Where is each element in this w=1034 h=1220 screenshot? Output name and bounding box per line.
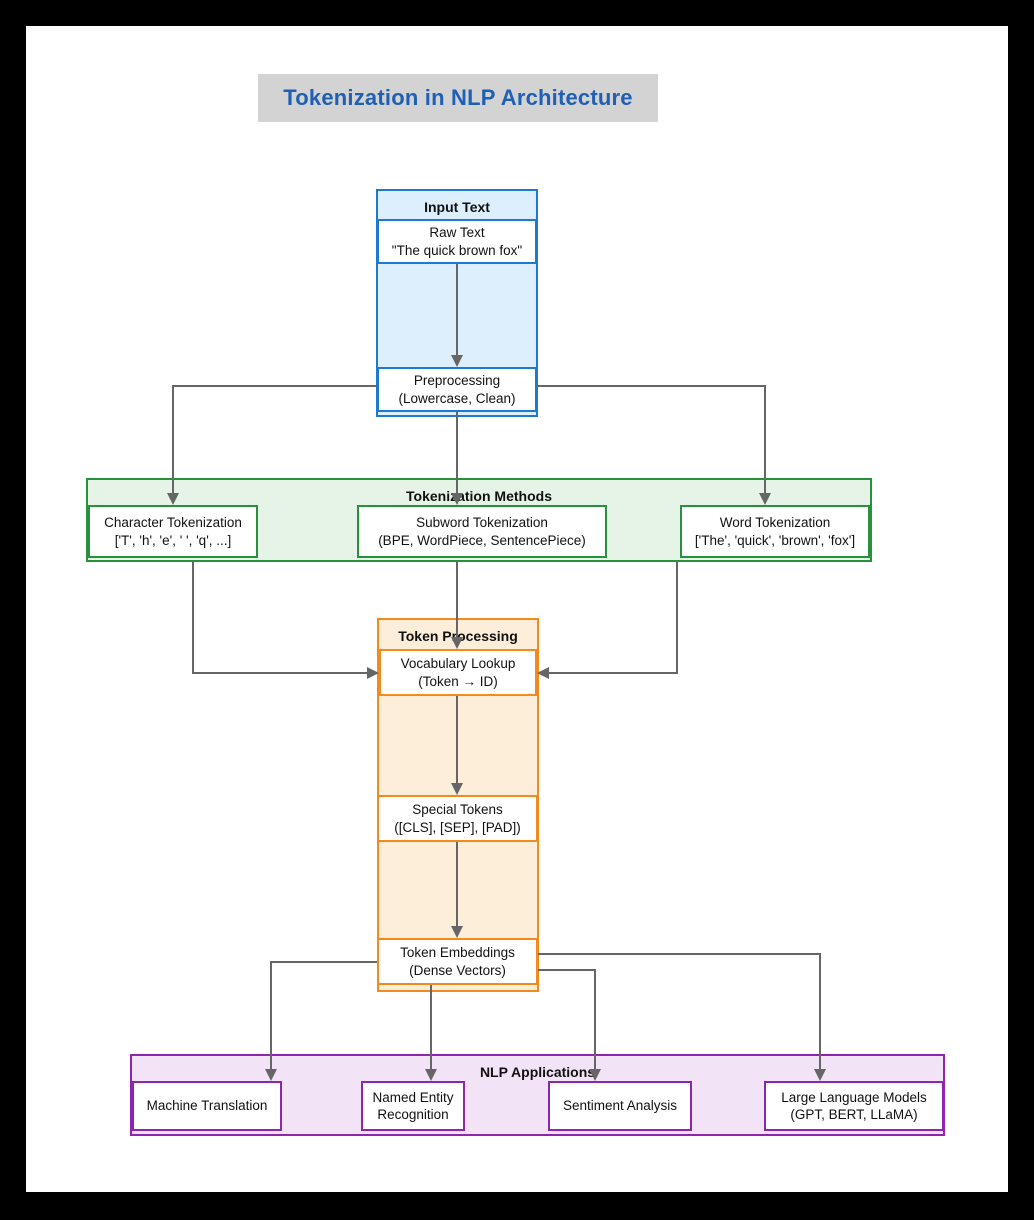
node-preprocessing[interactable]: Preprocessing (Lowercase, Clean) — [377, 367, 537, 412]
node-special-tokens-line1: Special Tokens — [412, 802, 503, 818]
node-character-tokenization-line2: ['T', 'h', 'e', ' ', 'q', ...] — [114, 532, 232, 548]
node-raw-text[interactable]: Raw Text "The quick brown fox" — [377, 219, 537, 264]
node-machine-translation[interactable]: Machine Translation — [132, 1081, 282, 1131]
node-large-language-models[interactable]: Large Language Models (GPT, BERT, LLaMA) — [764, 1081, 944, 1131]
node-token-embeddings-line2: (Dense Vectors) — [409, 962, 506, 978]
edge-char-to-vocab — [192, 562, 379, 679]
node-special-tokens[interactable]: Special Tokens ([CLS], [SEP], [PAD]) — [377, 795, 538, 842]
node-vocabulary-lookup-line1: Vocabulary Lookup — [400, 656, 516, 672]
subgraph-title-nlp-applications: NLP Applications — [479, 1064, 596, 1080]
node-machine-translation-line1: Machine Translation — [146, 1098, 268, 1114]
node-token-embeddings-line1: Token Embeddings — [400, 945, 515, 961]
node-sentiment-analysis[interactable]: Sentiment Analysis — [548, 1081, 692, 1131]
diagram-canvas: Tokenization in NLP Architecture Input T… — [26, 26, 1008, 1192]
node-subword-tokenization-line1: Subword Tokenization — [416, 515, 548, 531]
node-preprocessing-line2: (Lowercase, Clean) — [398, 390, 516, 406]
node-raw-text-line1: Raw Text — [429, 225, 485, 241]
node-word-tokenization-line1: Word Tokenization — [719, 515, 831, 531]
node-large-language-models-line2: (GPT, BERT, LLaMA) — [790, 1107, 918, 1122]
node-vocabulary-lookup[interactable]: Vocabulary Lookup (Token → ID) — [379, 649, 537, 696]
node-character-tokenization[interactable]: Character Tokenization ['T', 'h', 'e', '… — [88, 505, 258, 558]
node-large-language-models-line1: Large Language Models — [781, 1089, 927, 1105]
subgraph-title-token-processing: Token Processing — [398, 628, 518, 644]
node-vocabulary-lookup-line2: (Token → ID) — [418, 673, 498, 689]
node-named-entity-recognition-line2: Recognition — [377, 1107, 449, 1122]
node-raw-text-line2: "The quick brown fox" — [391, 242, 523, 258]
node-word-tokenization[interactable]: Word Tokenization ['The', 'quick', 'brow… — [680, 505, 870, 558]
node-named-entity-recognition[interactable]: Named Entity Recognition — [361, 1081, 465, 1131]
page-title-text: Tokenization in NLP Architecture — [283, 85, 633, 110]
subgraph-title-tokenization-methods: Tokenization Methods — [406, 488, 552, 504]
node-subword-tokenization-line2: (BPE, WordPiece, SentencePiece) — [378, 532, 586, 548]
page-title: Tokenization in NLP Architecture — [258, 74, 658, 122]
node-sentiment-analysis-line1: Sentiment Analysis — [562, 1098, 678, 1114]
node-special-tokens-line2: ([CLS], [SEP], [PAD]) — [394, 819, 521, 835]
node-character-tokenization-line1: Character Tokenization — [104, 515, 242, 531]
edge-word-to-vocab — [537, 562, 678, 679]
subgraph-title-input-text: Input Text — [424, 199, 490, 215]
node-word-tokenization-line2: ['The', 'quick', 'brown', 'fox'] — [694, 532, 856, 548]
node-token-embeddings[interactable]: Token Embeddings (Dense Vectors) — [377, 938, 538, 985]
node-named-entity-recognition-line1: Named Entity — [372, 1089, 454, 1105]
node-subword-tokenization[interactable]: Subword Tokenization (BPE, WordPiece, Se… — [357, 505, 607, 558]
node-preprocessing-line1: Preprocessing — [413, 373, 501, 389]
